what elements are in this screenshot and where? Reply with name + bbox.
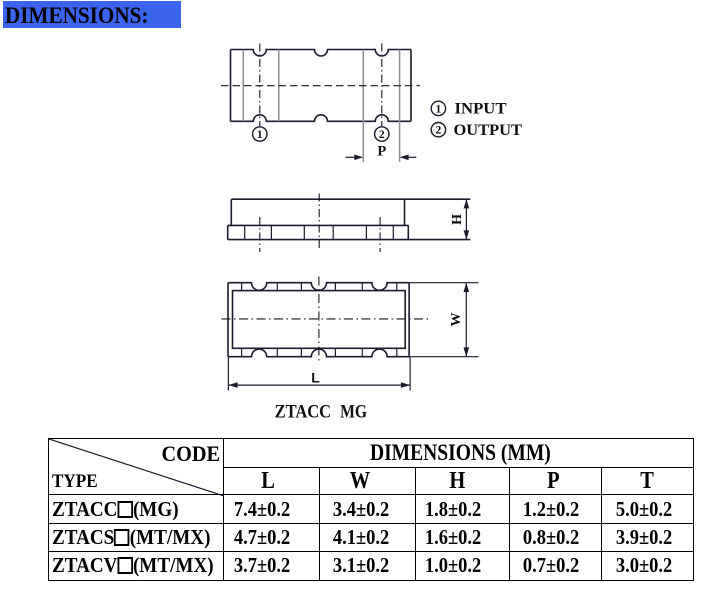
svg-text:2: 2 bbox=[379, 129, 385, 141]
svg-text:1: 1 bbox=[436, 103, 442, 115]
svg-text:P: P bbox=[377, 144, 386, 160]
svg-text:1: 1 bbox=[257, 129, 263, 141]
svg-text:H: H bbox=[450, 214, 465, 225]
svg-text:INPUT: INPUT bbox=[455, 100, 507, 117]
svg-text:L: L bbox=[311, 370, 320, 386]
svg-text:W: W bbox=[449, 313, 464, 327]
svg-text:2: 2 bbox=[436, 125, 442, 137]
svg-text:OUTPUT: OUTPUT bbox=[454, 122, 523, 139]
